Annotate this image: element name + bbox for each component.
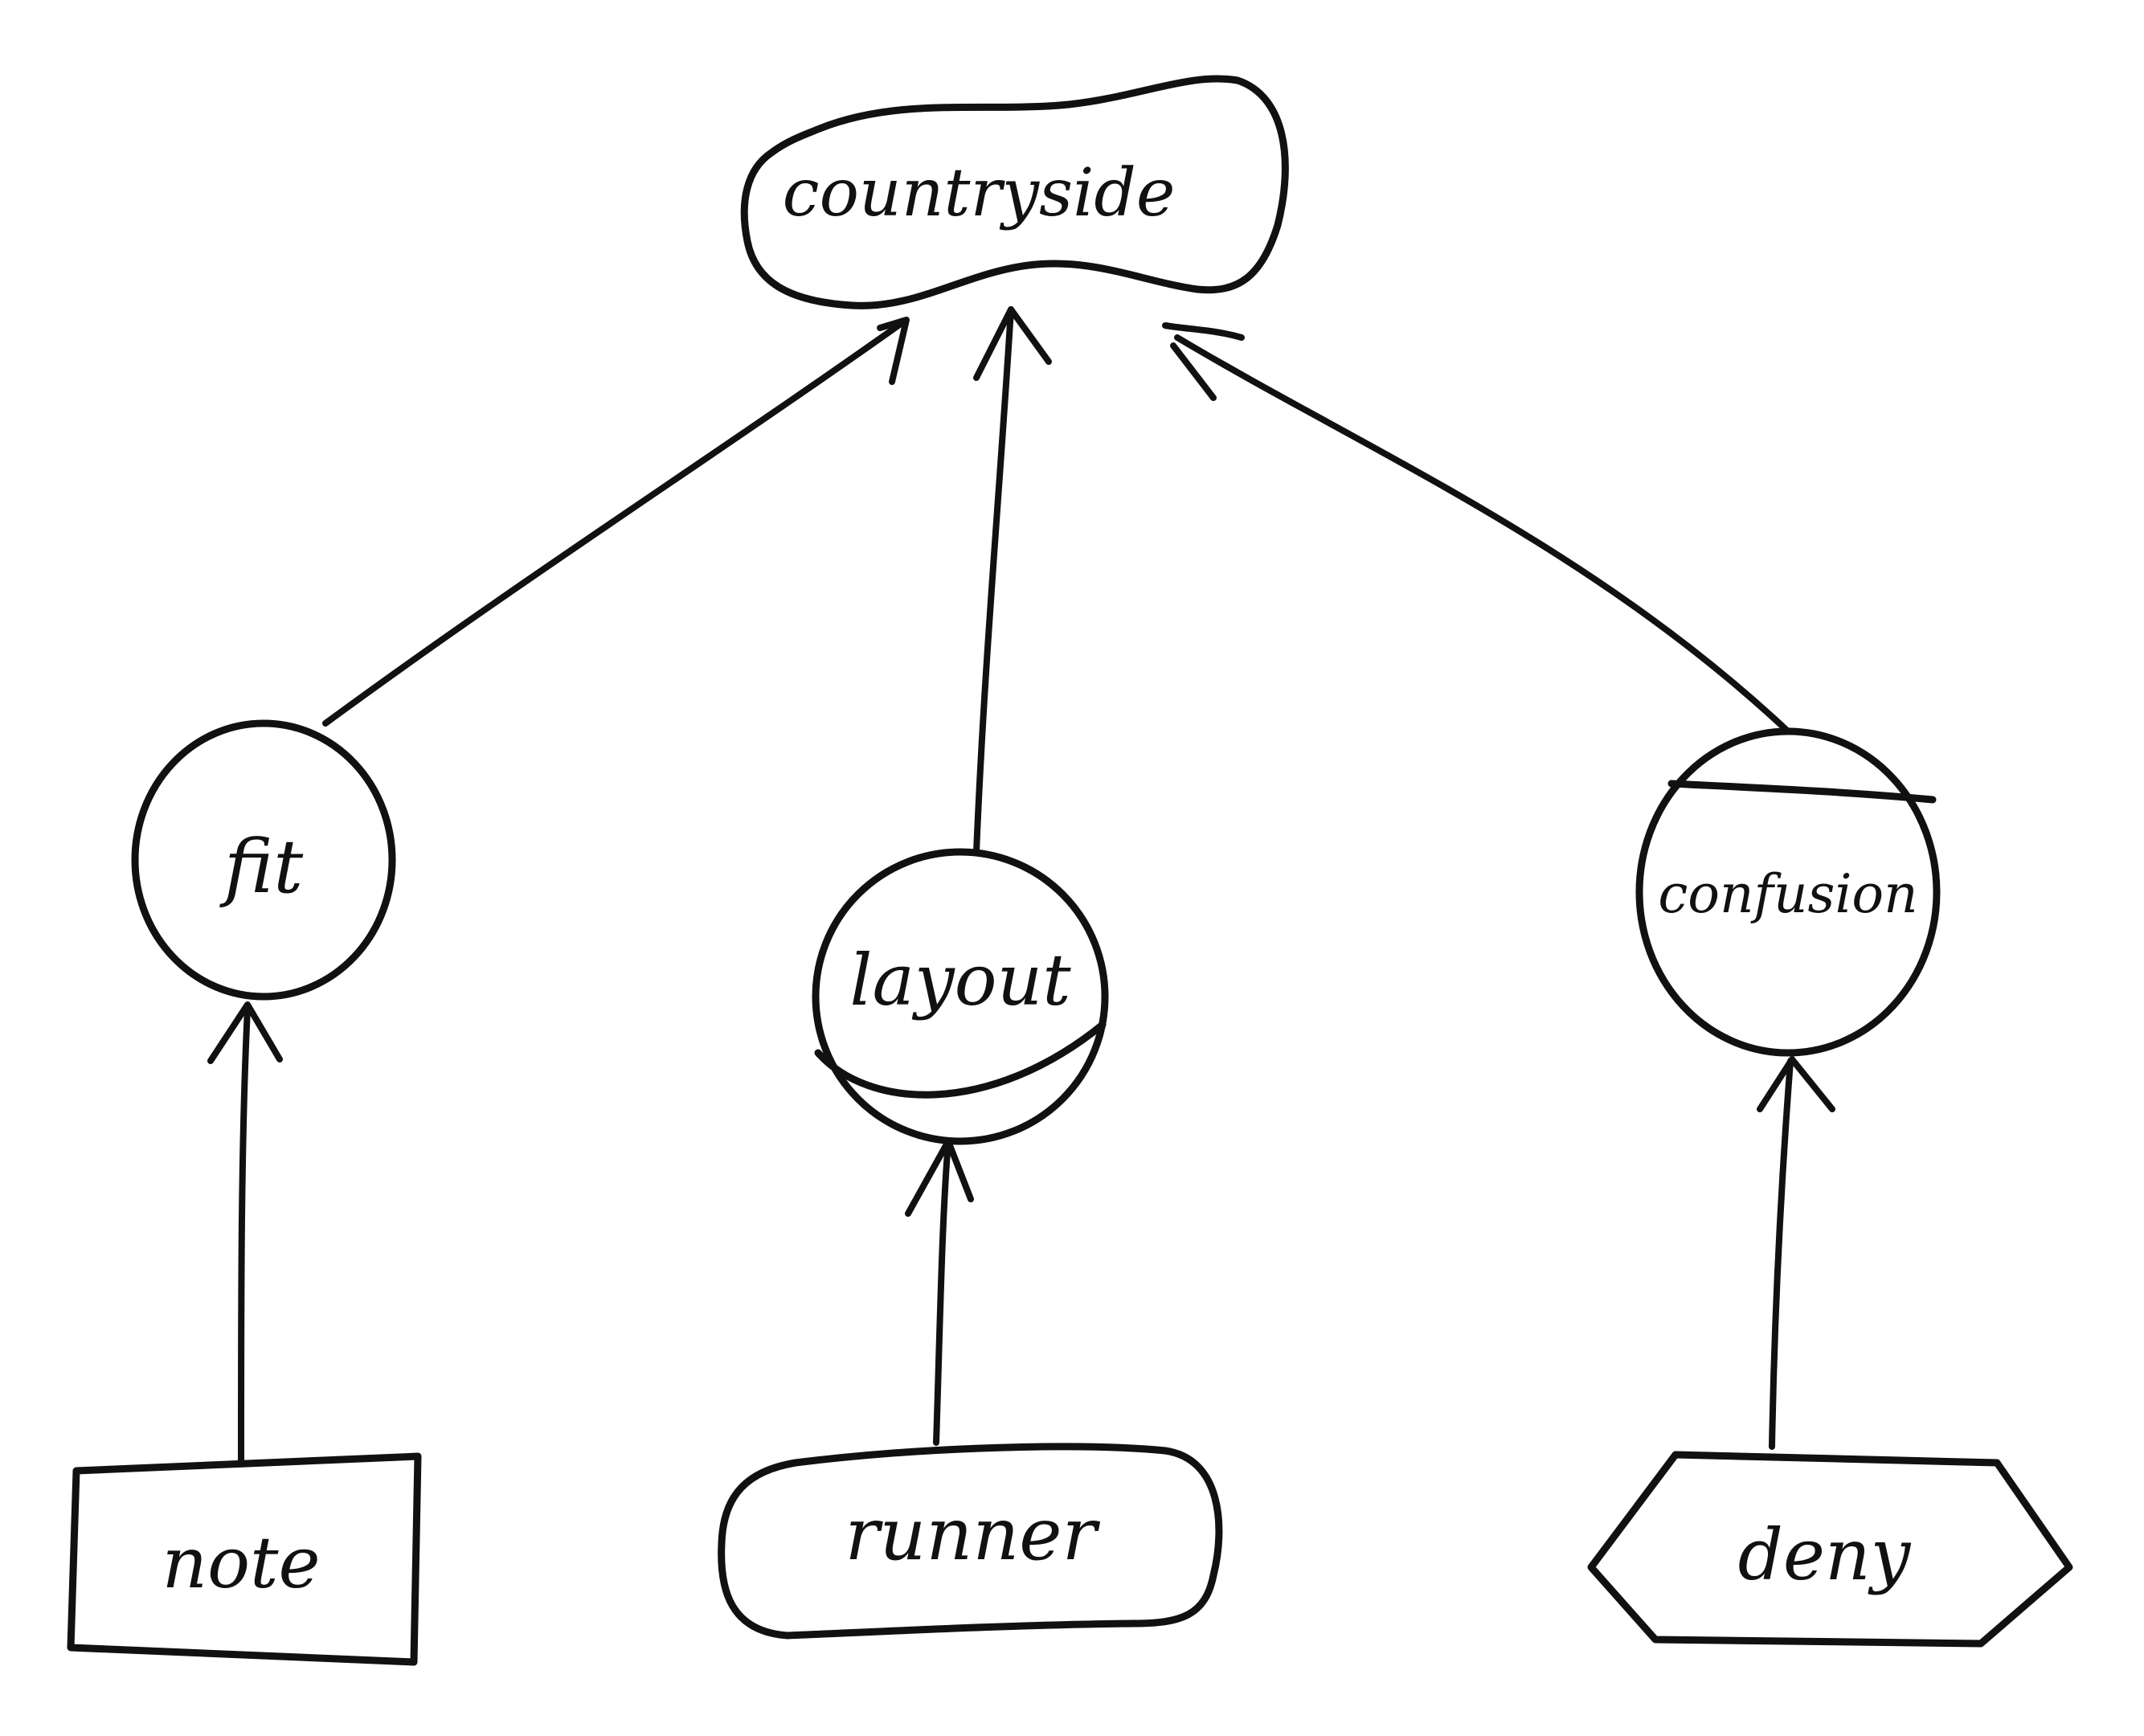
node-confusion[interactable]: confusion: [1635, 727, 1941, 1057]
stadium-shape: [718, 1443, 1223, 1640]
cloud-shape: [740, 75, 1289, 309]
edge-runner-to-layout: [905, 1138, 974, 1446]
circle-inner-chord: [1667, 780, 1937, 804]
node-label-confusion: confusion: [1658, 863, 1917, 925]
edge-layout-to-countryside: [973, 306, 1052, 855]
node-note[interactable]: note: [67, 1452, 422, 1666]
node-label-countryside: countryside: [783, 155, 1176, 231]
hexagon-shape: [1587, 1451, 2073, 1648]
edge-fit-to-countryside: [322, 317, 910, 727]
node-label-runner: runner: [845, 1492, 1100, 1577]
circle-shape: [1635, 727, 1941, 1057]
circle-shape: [812, 848, 1109, 1145]
node-label-layout: layout: [849, 939, 1071, 1022]
node-fit[interactable]: fit: [131, 719, 396, 1001]
node-layout[interactable]: layout: [812, 848, 1109, 1145]
edge-deny-to-confusion: [1757, 1056, 1835, 1450]
node-runner[interactable]: runner: [718, 1443, 1223, 1640]
edge-note-to-fit: [207, 1001, 283, 1466]
edge-confusion-to-countryside: [1162, 322, 1791, 735]
rectangle-shape: [67, 1452, 422, 1666]
node-label-fit: fit: [219, 824, 304, 910]
node-countryside[interactable]: countryside: [740, 75, 1289, 309]
node-label-deny: deny: [1738, 1513, 1912, 1596]
circle-shape: [131, 719, 396, 1001]
node-deny[interactable]: deny: [1587, 1451, 2073, 1648]
node-label-note: note: [162, 1521, 320, 1604]
circle-inner-arc: [814, 1021, 1107, 1099]
